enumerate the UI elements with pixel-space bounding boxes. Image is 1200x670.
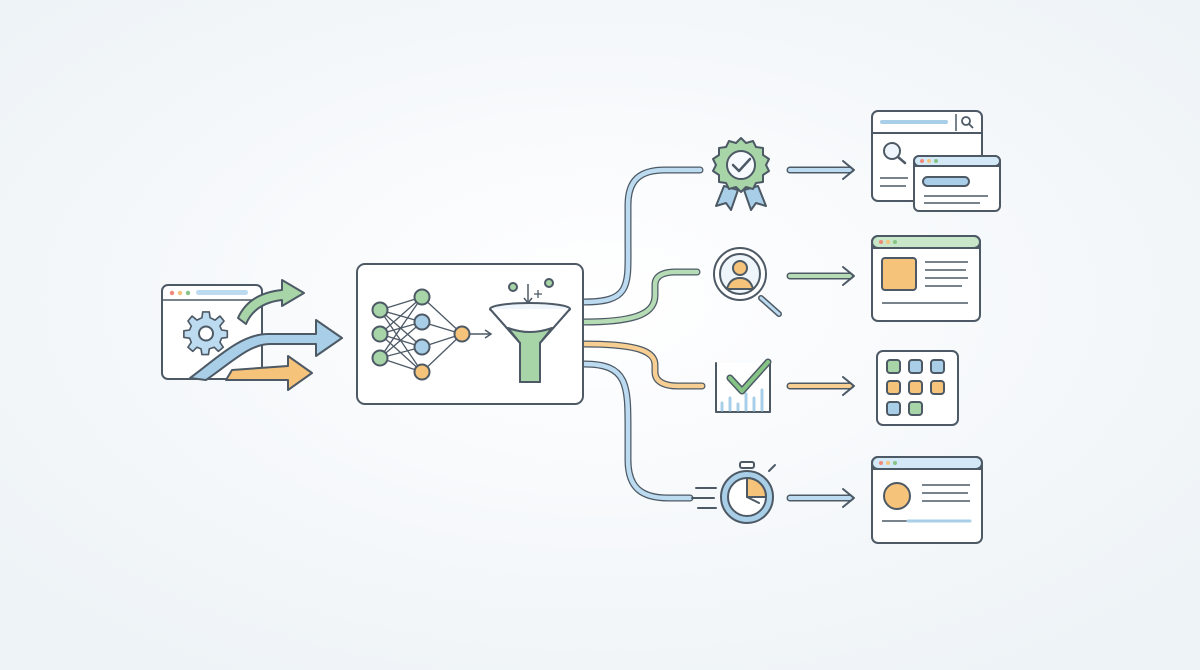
- funnel-icon: [489, 278, 571, 383]
- award-badge-icon: [712, 137, 770, 211]
- output-arrows: [786, 160, 855, 508]
- speed-lines: [691, 487, 717, 509]
- blue-arrow-icon: [189, 319, 343, 381]
- neural-network-icon: [371, 288, 493, 381]
- connector-to-chart: [580, 340, 706, 390]
- search-windows-icon: [871, 110, 1001, 212]
- magnifier-user-icon: [713, 247, 782, 317]
- arrow-to-avatar-window: [786, 488, 855, 508]
- profile-window-icon: [871, 235, 981, 322]
- avatar-window-icon: [871, 456, 983, 544]
- arrow-to-profile-window: [786, 266, 855, 286]
- gear-icon: [183, 311, 229, 356]
- orange-arrow-icon: [225, 355, 313, 391]
- connector-to-profile: [580, 268, 701, 326]
- arrow-to-grid-window: [786, 376, 855, 396]
- branch-connectors: [580, 166, 717, 509]
- grid-tiles-icon: [876, 350, 959, 426]
- stopwatch-icon: [720, 461, 776, 524]
- arrow-to-search-windows: [786, 160, 855, 180]
- connector-to-badge: [580, 166, 704, 306]
- chart-check-icon: [715, 358, 772, 413]
- green-arrow-icon: [237, 279, 305, 325]
- processor-box: [356, 263, 584, 405]
- connector-to-timer: [580, 360, 694, 502]
- source-window: [161, 279, 343, 391]
